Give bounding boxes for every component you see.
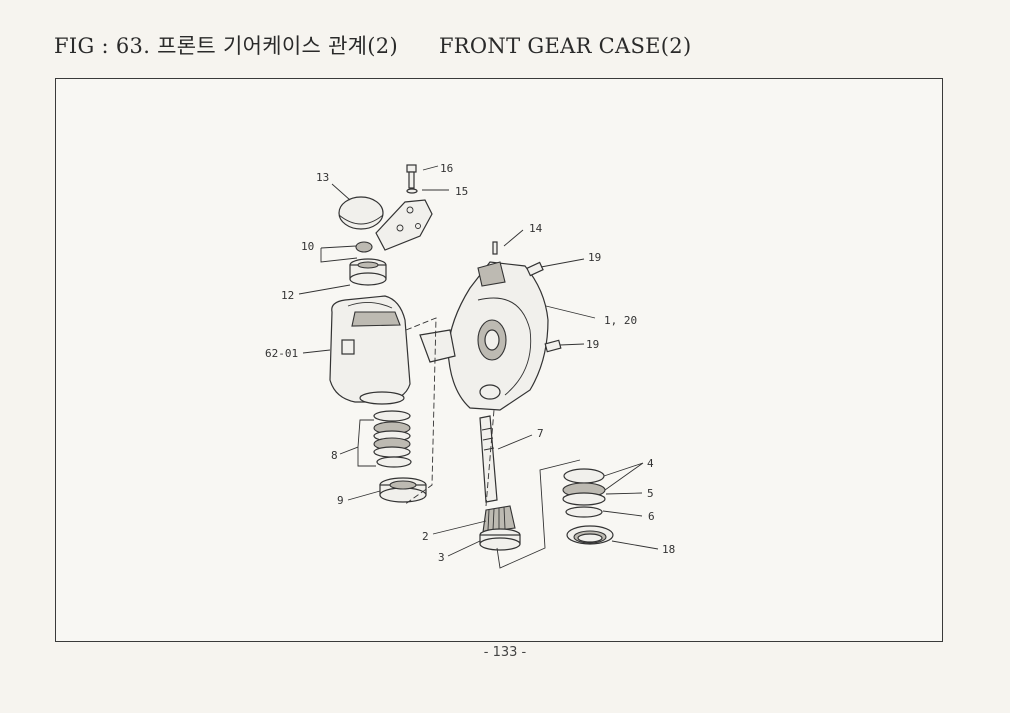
label-13: 13 [316,171,329,184]
flange-plate [375,199,433,251]
label-8: 8 [331,449,338,462]
label-9: 9 [337,494,344,507]
label-15: 15 [455,185,468,198]
bearing-race-part-18 [566,525,614,545]
label-16: 16 [440,162,453,175]
collar-part-10 [355,241,373,253]
bearing-part-12 [349,258,387,286]
label-18: 18 [662,543,675,556]
bearing-part-9 [379,477,427,503]
collar-spring-part-4-5-6 [562,468,606,518]
shaft-part-7 [479,415,498,503]
label-19-upper: 19 [588,251,601,264]
cap-cover-part-13 [338,196,384,230]
figure-title-english: FRONT GEAR CASE(2) [438,34,692,58]
label-12: 12 [281,289,294,302]
leader-lines [298,165,659,557]
label-62-01: 62-01 [265,347,298,360]
spring-part-8 [373,410,412,468]
label-2: 2 [422,530,429,543]
label-4: 4 [647,457,654,470]
label-14: 14 [529,222,543,235]
label-10: 10 [301,240,314,253]
label-7: 7 [537,427,544,440]
upper-housing-part-62-01 [329,295,411,405]
figure-number: FIG : 63. [54,34,151,58]
label-3: 3 [438,551,445,564]
label-5: 5 [647,487,654,500]
label-19-lower: 19 [586,338,599,351]
page-number: - 133 - [483,645,527,660]
plug-part-19-upper [526,261,544,277]
front-gear-case-part-1-20 [419,261,549,411]
label-6: 6 [648,510,655,523]
label-1-20: 1, 20 [604,314,637,327]
washer-part-15 [406,188,418,194]
bolt-part-16 [406,164,417,189]
bevel-gear-part-2-3 [479,505,521,551]
plug-part-19-lower [544,339,562,353]
page-title: FIG : 63. 프론트 기어케이스 관계(2) FRONT GEAR CAS… [54,30,691,60]
assembly-guide-lines [403,317,581,569]
pin-part-14 [492,241,498,255]
figure-title-korean: 프론트 기어케이스 관계(2) [157,34,398,58]
